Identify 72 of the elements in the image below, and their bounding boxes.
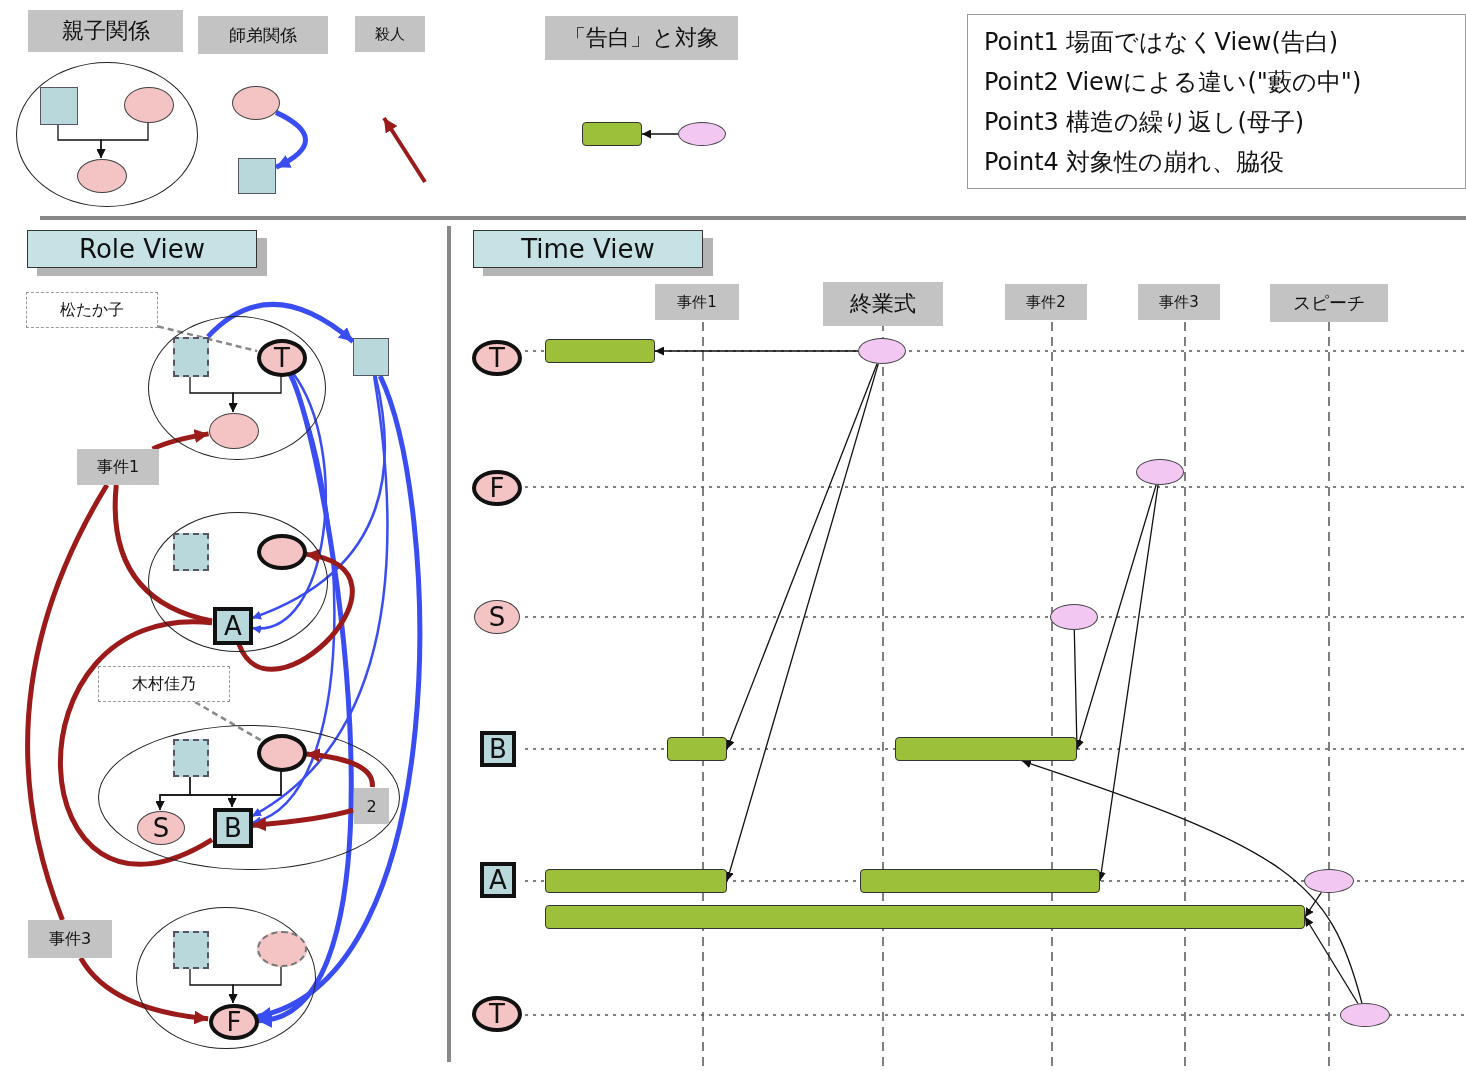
- ellipse: [1304, 869, 1354, 893]
- points-box: [967, 14, 1466, 189]
- label-box: 殺人: [355, 16, 425, 52]
- letter-square: A: [480, 862, 516, 898]
- leader-line: [157, 325, 258, 353]
- label-box: スピーチ: [1270, 284, 1388, 322]
- ellipse: [858, 338, 906, 364]
- ellipse: S: [137, 811, 185, 845]
- leader-line: [194, 700, 262, 742]
- arrow: [1021, 759, 1363, 1004]
- ellipse: [678, 122, 726, 146]
- arrow: [151, 429, 209, 452]
- arrow: [1304, 891, 1323, 918]
- bold-ellipse: F: [209, 1004, 259, 1040]
- square: [353, 338, 389, 376]
- ellipse: [1340, 1003, 1390, 1027]
- name-box: 木村佳乃: [98, 666, 230, 702]
- ellipse: [77, 159, 127, 193]
- point-text: Point3 構造の繰り返し(母子): [984, 106, 1305, 138]
- point-text: Point1 場面ではなくView(告白): [984, 26, 1339, 58]
- arrow: [274, 110, 308, 170]
- label-box: 事件1: [77, 449, 159, 485]
- bar: [860, 869, 1100, 893]
- arrow: [96, 121, 149, 159]
- ellipse: [124, 87, 174, 123]
- dashed-square: [173, 739, 209, 777]
- point-text: Point2 Viewによる違い("藪の中"): [984, 66, 1362, 98]
- bold-ellipse: T: [257, 339, 307, 377]
- label-box: 2: [354, 788, 389, 824]
- connector-line: [25, 483, 110, 921]
- square: [238, 158, 276, 194]
- arrow: [1075, 484, 1157, 750]
- bar: [667, 737, 727, 761]
- arrow: [1304, 916, 1359, 1005]
- arrow: [641, 129, 679, 139]
- square: [40, 87, 78, 125]
- group-ellipse: [16, 62, 198, 207]
- bold-ellipse: F: [472, 470, 522, 506]
- label-box: 「告白」と対象: [545, 16, 738, 60]
- ellipse: [209, 413, 259, 449]
- label-box: 事件1: [655, 284, 739, 320]
- letter-square: A: [213, 607, 253, 645]
- label-box: 事件3: [1138, 284, 1220, 320]
- point-text: Point4 対象性の崩れ、脇役: [984, 146, 1285, 178]
- dashed-square: [173, 337, 209, 377]
- bar: [545, 869, 727, 893]
- bar: [545, 339, 655, 363]
- bold-ellipse: T: [472, 340, 522, 376]
- label-box: 師弟関係: [198, 16, 328, 54]
- arrow: [206, 302, 355, 344]
- ellipse: S: [474, 600, 520, 634]
- letter-square: B: [480, 731, 516, 767]
- arrow: [725, 363, 879, 882]
- bar: [545, 905, 1305, 929]
- ellipse: [232, 86, 280, 120]
- letter-square: B: [213, 808, 253, 848]
- dashed-square: [173, 931, 209, 969]
- ellipse: [1050, 604, 1098, 630]
- bar: [895, 737, 1077, 761]
- bold-ellipse: T: [472, 996, 522, 1032]
- dashed-square: [173, 533, 209, 571]
- connector-line: [58, 620, 214, 867]
- label-box: 親子関係: [28, 10, 183, 52]
- arrow: [654, 346, 859, 356]
- label-box: 終業式: [823, 282, 943, 326]
- arrow: [78, 956, 209, 1025]
- label-box: 事件3: [28, 920, 112, 958]
- bar: [582, 122, 642, 146]
- name-box: 松たか子: [26, 292, 158, 328]
- arrow: [726, 363, 878, 750]
- label-box: 事件2: [1005, 284, 1087, 320]
- ellipse: [1136, 459, 1184, 485]
